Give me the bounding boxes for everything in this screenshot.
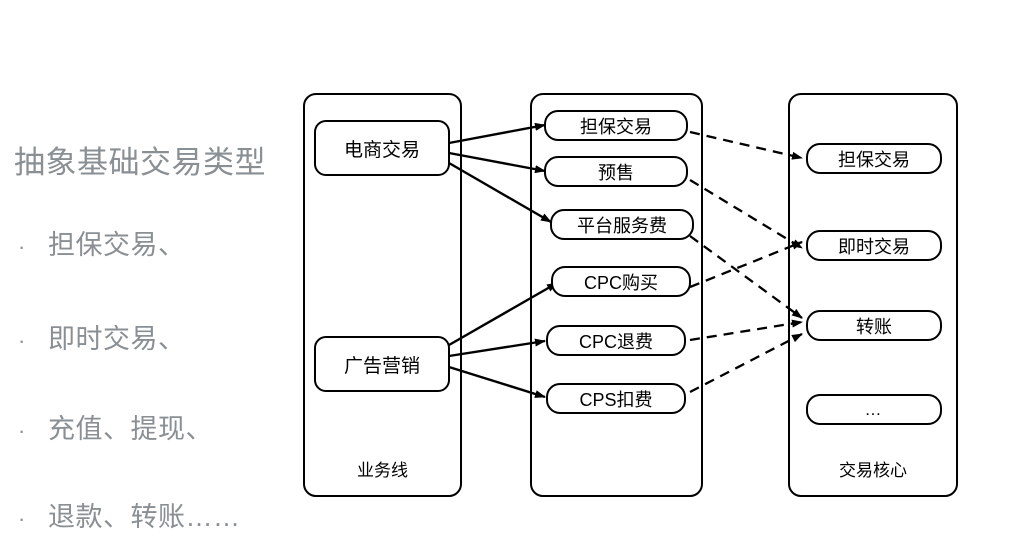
node-presale[interactable]: 预售 — [544, 156, 688, 187]
edge-cpc-refund-to-core-transfer — [689, 319, 803, 342]
group-label-business-line: 业务线 — [357, 461, 408, 480]
list-item: · 充值、提现、 — [18, 412, 213, 446]
group-label-trade-core: 交易核心 — [839, 461, 907, 480]
edge-cps-deduction-to-core-transfer — [689, 332, 803, 394]
edge-guarantee-to-core-guarantee — [689, 130, 803, 160]
list-item: · 退款、转账…… — [18, 500, 241, 534]
bullet-label: 退款、转账…… — [48, 502, 241, 532]
edge-cpc-purchase-to-core-instant — [689, 240, 803, 289]
list-item: · 即时交易、 — [18, 322, 186, 356]
node-guarantee-trade[interactable]: 担保交易 — [544, 110, 688, 141]
edge-presale-to-core-instant — [689, 179, 803, 249]
node-platform-service-fee[interactable]: 平台服务费 — [550, 209, 694, 240]
edge-ecommerce-to-presale — [448, 151, 546, 174]
bullet-marker-icon: · — [18, 418, 26, 443]
node-cps-deduction[interactable]: CPS扣费 — [546, 383, 686, 414]
node-core-instant-trade[interactable]: 即时交易 — [806, 230, 942, 261]
node-core-transfer[interactable]: 转账 — [806, 310, 942, 341]
node-core-more[interactable]: … — [806, 394, 942, 425]
edge-ecommerce-to-guarantee — [448, 122, 546, 145]
edge-ad-to-cpc-refund — [448, 338, 546, 358]
edge-ad-to-cpc-purchase — [448, 281, 558, 347]
edge-platform-fee-to-core-transfer — [689, 235, 803, 319]
dashed-edges — [689, 130, 803, 394]
bullet-label: 即时交易、 — [48, 324, 186, 354]
node-ad-marketing[interactable]: 广告营销 — [314, 336, 450, 392]
bullet-label: 充值、提现、 — [48, 414, 213, 444]
node-core-guarantee-trade[interactable]: 担保交易 — [806, 143, 942, 174]
node-cpc-refund[interactable]: CPC退费 — [546, 325, 686, 356]
bullet-label: 担保交易、 — [48, 230, 186, 260]
bullet-marker-icon: · — [18, 328, 26, 353]
node-ecommerce-trade[interactable]: 电商交易 — [314, 120, 450, 176]
solid-edges — [448, 122, 558, 399]
list-item: · 担保交易、 — [18, 228, 186, 262]
edge-ad-to-cps-deduction — [448, 365, 546, 399]
node-cpc-purchase[interactable]: CPC购买 — [551, 266, 691, 297]
bullet-marker-icon: · — [18, 506, 26, 531]
page-title: 抽象基础交易类型 — [14, 145, 266, 180]
left-text-panel: 抽象基础交易类型 · 担保交易、 · 即时交易、 · 充值、提现、 · 退款、转… — [0, 0, 300, 538]
edge-ecommerce-to-platform-fee — [448, 161, 552, 224]
bullet-marker-icon: · — [18, 234, 26, 259]
